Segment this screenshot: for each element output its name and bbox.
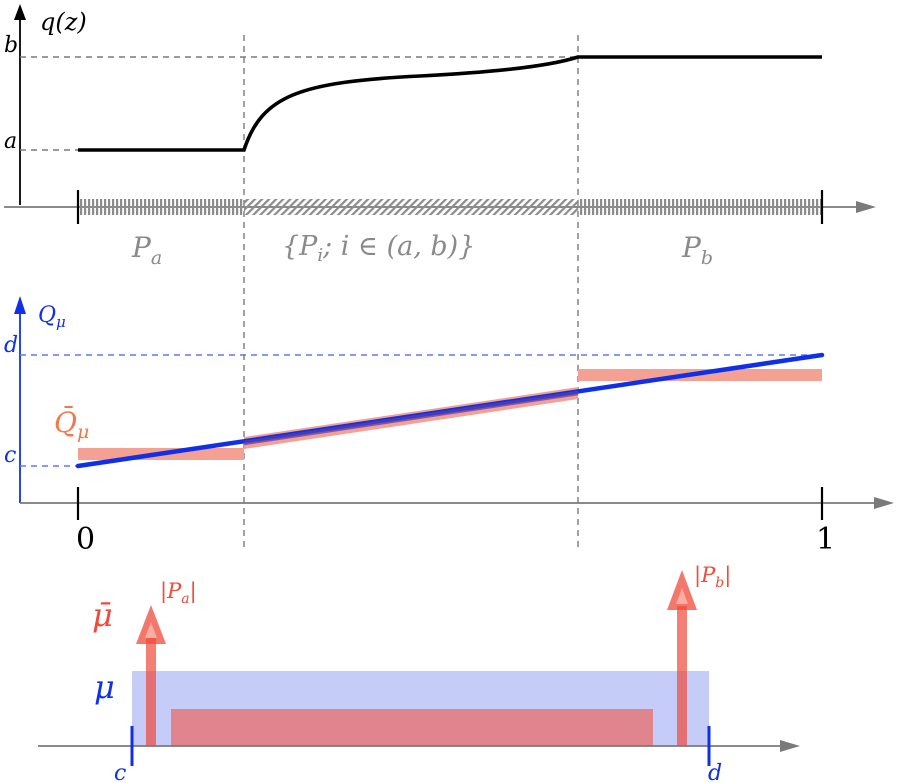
mu-label: μ: [94, 668, 115, 706]
top-x-axis-arrowhead: [856, 201, 876, 213]
q-mu-axis-label: Qμ: [38, 303, 66, 331]
arrow-left-head-inner: [145, 622, 157, 638]
bottom-tick-c-label: c: [114, 761, 126, 783]
x-start-label: 0: [76, 522, 95, 557]
q-axis-label: q(z): [40, 8, 87, 36]
qbar-mu-label: Q̄μ: [54, 405, 89, 443]
region-label-pb: Pb: [681, 231, 713, 269]
middle-x-axis-arrowhead: [874, 497, 894, 509]
hatch-region-a: [78, 199, 244, 215]
arrow-right-label: |Pb|: [694, 563, 731, 591]
top-y-axis-arrowhead: [14, 4, 26, 20]
region-label-pa: Pa: [131, 231, 162, 269]
bottom-x-axis-arrowhead: [780, 740, 800, 752]
arrow-left-shaft: [146, 638, 156, 746]
arrow-right-head-inner: [676, 588, 688, 604]
bottom-panel: μ̄ μ |Pa| |Pb| c d: [38, 563, 800, 783]
tick-a-label: a: [4, 129, 17, 154]
mu-bar-label: μ̄: [92, 596, 113, 634]
x-end-label: 1: [816, 522, 835, 557]
tick-c-label: c: [4, 443, 16, 468]
hatch-region-i: [244, 199, 578, 215]
tick-d-label: d: [4, 333, 18, 358]
tick-b-label: b: [4, 33, 18, 58]
q-mu-overlap: [243, 390, 579, 446]
middle-panel: Qμ Q̄μ d c 0 1: [4, 296, 894, 557]
middle-y-axis-arrowhead: [14, 296, 26, 314]
mu-bar-band: [171, 709, 653, 746]
hatch-region-b: [578, 199, 822, 215]
q-curve: [78, 55, 822, 152]
arrow-right-shaft: [677, 606, 687, 746]
arrow-left-label: |Pa|: [160, 579, 197, 607]
top-panel: q(z) b a Pa {Pi; i ∈ (a, b)} Pb: [4, 4, 876, 550]
region-label-pi: {Pi; i ∈ (a, b)}: [282, 231, 475, 266]
bottom-tick-d-label: d: [708, 761, 722, 783]
